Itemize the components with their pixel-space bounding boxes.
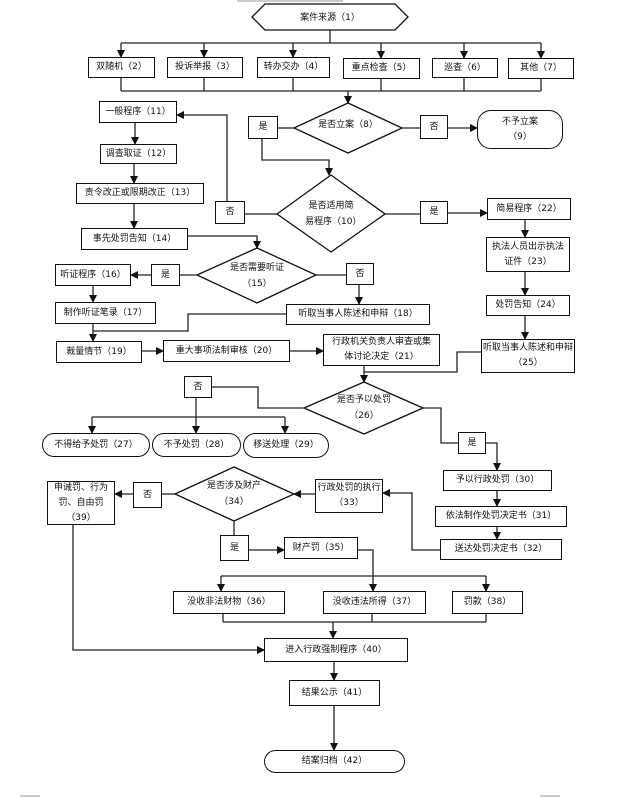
node-8-label: 是否立案（8） (318, 120, 378, 130)
no-label-34: 否 (133, 482, 162, 508)
node-28-terminal: 不予处罚（28） (152, 433, 241, 457)
node-7: 其他（7） (508, 58, 574, 79)
node-21: 行政机关负责人审查或集体讨论决定（21） (323, 334, 440, 366)
node-12: 调查取证（12） (100, 144, 177, 164)
start-hexagon (251, 3, 409, 31)
yes-label-10: 是 (420, 201, 448, 224)
node-14: 事先处罚告知（14） (81, 228, 188, 250)
node-25: 听取当事人陈述和申辩（25） (481, 339, 575, 373)
node-22: 简易程序（22） (487, 198, 571, 220)
yes-label-26: 是 (458, 432, 486, 454)
connector-arrow (72, 525, 265, 654)
node-4: 转办交办（4） (257, 57, 330, 78)
node-20: 重大事项法制审核（20） (163, 340, 290, 362)
node-37: 没收违法所得（37） (323, 591, 426, 614)
connector-arrow (261, 139, 333, 176)
node-15-label: 是否需要听证（15） (229, 263, 284, 289)
yes-label-8: 是 (248, 116, 278, 139)
node-5: 重点检查（5） (343, 58, 420, 79)
node-36: 没收非法财物（36） (173, 591, 285, 614)
yes-label-34: 是 (220, 535, 249, 561)
decision-diamond-15 (195, 247, 318, 304)
node-42-terminal: 结案归档（42） (264, 750, 405, 773)
yes-label-15: 是 (151, 264, 180, 286)
connector-arrow (188, 235, 261, 249)
connector-arrow (382, 489, 440, 551)
decision-diamond-10 (275, 174, 387, 253)
decision-diamond-8 (292, 102, 404, 154)
node-11: 一般程序（11） (99, 101, 177, 123)
connector-line (358, 549, 374, 576)
decision-diamond-26 (302, 381, 425, 435)
node-26-label: 是否予以处罚（26） (336, 395, 391, 421)
node-3: 投诉举报（3） (167, 57, 243, 78)
node-32: 送达处罚决定书（32） (440, 539, 562, 560)
node-1-label: 案件来源（1） (300, 13, 360, 23)
node-31: 依法制作处罚决定书（31） (435, 506, 567, 527)
corner-mark (540, 795, 560, 797)
node-19: 裁量情节（19） (56, 341, 142, 363)
node-10-label: 是否适用简易程序（10） (305, 201, 362, 227)
node-35: 财产罚（35） (284, 537, 358, 559)
connector-line (93, 313, 286, 332)
node-34-label: 是否涉及财产（34） (206, 481, 261, 507)
node-9-terminal: 不予立案（9） (477, 110, 563, 149)
connector-arrow (176, 111, 228, 201)
no-label-26: 否 (184, 376, 212, 398)
connector-line (212, 386, 304, 409)
node-23: 执法人员出示执法证件（23） (486, 237, 570, 272)
connector-line (423, 407, 458, 444)
node-24: 处罚告知（24） (486, 295, 570, 316)
no-label-10: 否 (215, 201, 245, 224)
node-16: 听证程序（16） (55, 264, 131, 286)
node-17: 制作听证笔录（17） (55, 302, 156, 324)
node-13: 责令改正或限期改正（13） (76, 183, 204, 204)
no-label-8: 否 (420, 115, 448, 139)
node-41: 结果公示（41） (289, 680, 380, 706)
connector-arrow (486, 442, 501, 471)
node-30: 予以行政处罚（30） (443, 470, 552, 491)
node-40: 进入行政强制程序（40） (264, 638, 408, 662)
connector-line (364, 351, 481, 373)
node-6: 巡查（6） (432, 58, 498, 78)
node-27-terminal: 不得给予处罚（27） (42, 433, 150, 457)
decision-diamond-34 (173, 466, 296, 522)
node-33: 行政处罚的执行（33） (315, 479, 383, 513)
top-divider (237, 0, 343, 2)
node-2: 双随机（2） (88, 57, 155, 78)
node-18: 听取当事人陈述和申辩（18） (286, 304, 430, 325)
corner-mark (20, 795, 40, 797)
node-29-terminal: 移送处理（29） (243, 433, 329, 458)
node-39: 申诫罚、行为罚、自由罚（39） (47, 481, 115, 525)
no-label-15: 否 (346, 263, 374, 285)
node-38: 罚款（38） (452, 591, 523, 614)
